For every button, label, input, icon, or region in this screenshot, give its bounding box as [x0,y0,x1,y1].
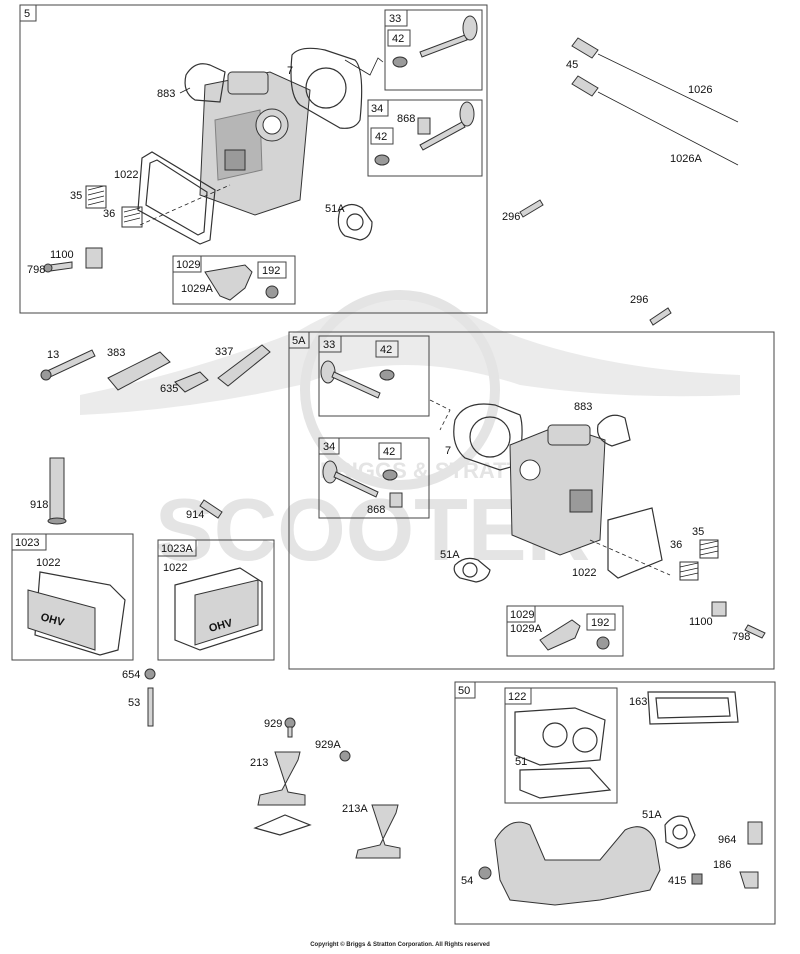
part-label-868: 868 [397,113,415,125]
part-label-54: 54 [461,875,473,887]
group-label: 192 [262,265,280,277]
part-label-213: 213 [250,757,268,769]
part-label-914: 914 [186,509,204,521]
cover-fasteners: 654 53 [122,668,156,727]
group-label: 42 [380,344,392,356]
cylinder-head [199,71,311,216]
part-label-415: 415 [668,875,686,887]
part-label-1026: 1026 [688,84,712,96]
part-label-51a: 51A [325,203,345,215]
ignition-parts: 13 383 337 635 918 914 [30,344,271,525]
part-label-883: 883 [574,401,592,413]
part-label-45: 45 [566,59,578,71]
part-label-296: 296 [502,211,520,223]
group-label: 1029 [510,609,534,621]
group-1023a: 1023A 1022 OHV [157,539,275,661]
part-label-7: 7 [287,65,293,77]
group-label: 33 [389,13,401,25]
part-label-635: 635 [160,383,178,395]
part-label-1029a: 1029A [181,283,213,295]
part-label-213a: 213A [342,803,368,815]
part-label-51a: 51A [440,549,460,561]
group-label: 5 [24,8,30,20]
part-label-7: 7 [445,445,451,457]
part-label-1022: 1022 [163,562,187,574]
part-label-1022: 1022 [36,557,60,569]
part-label-163: 163 [629,696,647,708]
part-label-337: 337 [215,346,233,358]
part-label-51: 51 [515,756,527,768]
group-5: 5 [19,4,488,314]
part-label-1100: 1100 [689,616,713,628]
group-label: 1023 [15,537,39,549]
brackets: 929 929A 213 213A [250,717,401,859]
group-label: 50 [458,685,470,697]
part-label-383: 383 [107,347,125,359]
valve-spring-35 [85,185,107,209]
part-label-1029a: 1029A [510,623,542,635]
group-50: 50 122 51 163 51A 964 186 54 415 [454,681,776,925]
part-label-918: 918 [30,499,48,511]
part-label-1022: 1022 [572,567,596,579]
part-label-883: 883 [157,88,175,100]
part-label-51a: 51A [642,809,662,821]
part-label-1100: 1100 [50,249,74,261]
group-label: 122 [508,691,526,703]
part-label-654: 654 [122,669,140,681]
group-1023: 1023 1022 OHV [11,533,134,661]
valve-spring-36 [121,206,143,228]
group-label: 33 [323,339,335,351]
part-label-35: 35 [692,526,704,538]
copyright-notice: Copyright © Briggs & Stratton Corporatio… [310,942,490,948]
part-label-36: 36 [670,539,682,551]
group-label: 192 [591,617,609,629]
group-label: 34 [371,103,383,115]
group-5a: 5A 33 42 34 42 [288,331,775,670]
part-label-296: 296 [630,294,648,306]
part-label-35: 35 [70,190,82,202]
part-label-964: 964 [718,834,736,846]
part-label-186: 186 [713,859,731,871]
group-label: 1029 [176,259,200,271]
group-label: 34 [323,441,335,453]
group-label: 42 [392,33,404,45]
watermark: BRIGGS & STRATTON SCOOTER [80,290,740,579]
pushrods: 45 1026 1026A 296 296 [502,37,739,326]
part-label-36: 36 [103,208,115,220]
part-label-13: 13 [47,349,59,361]
part-label-1022: 1022 [114,169,138,181]
group-label: 42 [383,446,395,458]
part-label-929a: 929A [315,739,341,751]
group-label: 42 [375,131,387,143]
part-label-868: 868 [367,504,385,516]
group-label: 1023A [161,543,193,555]
part-label-798: 798 [732,631,750,643]
part-label-798: 798 [27,264,45,276]
part-label-929: 929 [264,718,282,730]
part-label-53: 53 [128,697,140,709]
group-label: 5A [292,335,306,347]
part-label-1026a: 1026A [670,153,702,165]
